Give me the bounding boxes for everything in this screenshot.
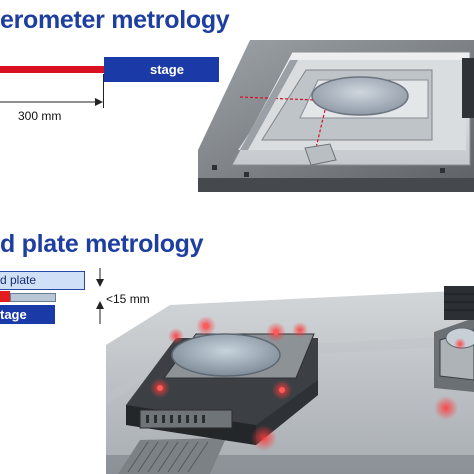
grid-plate-box: d plate [0,271,85,290]
gap-label: <15 mm [106,292,150,306]
plate-label: d plate [0,273,37,287]
interferometer-stage-render [198,40,474,192]
stage-box-bottom: tage [0,305,55,324]
grid-plate-heading: d plate metrology [0,230,204,258]
interferometer-heading: erometer metrology [0,6,230,34]
stage-box-top: stage [104,57,219,82]
stage-label-bottom: tage [0,307,27,322]
sensor-body [10,293,56,302]
dimension-arrow [0,98,103,106]
laser-beam [0,66,104,73]
stage-label-top: stage [150,62,184,77]
distance-label: 300 mm [18,109,62,123]
sensor-beam [0,291,10,302]
dimension-tick [103,74,104,108]
gap-arrows [96,268,104,324]
